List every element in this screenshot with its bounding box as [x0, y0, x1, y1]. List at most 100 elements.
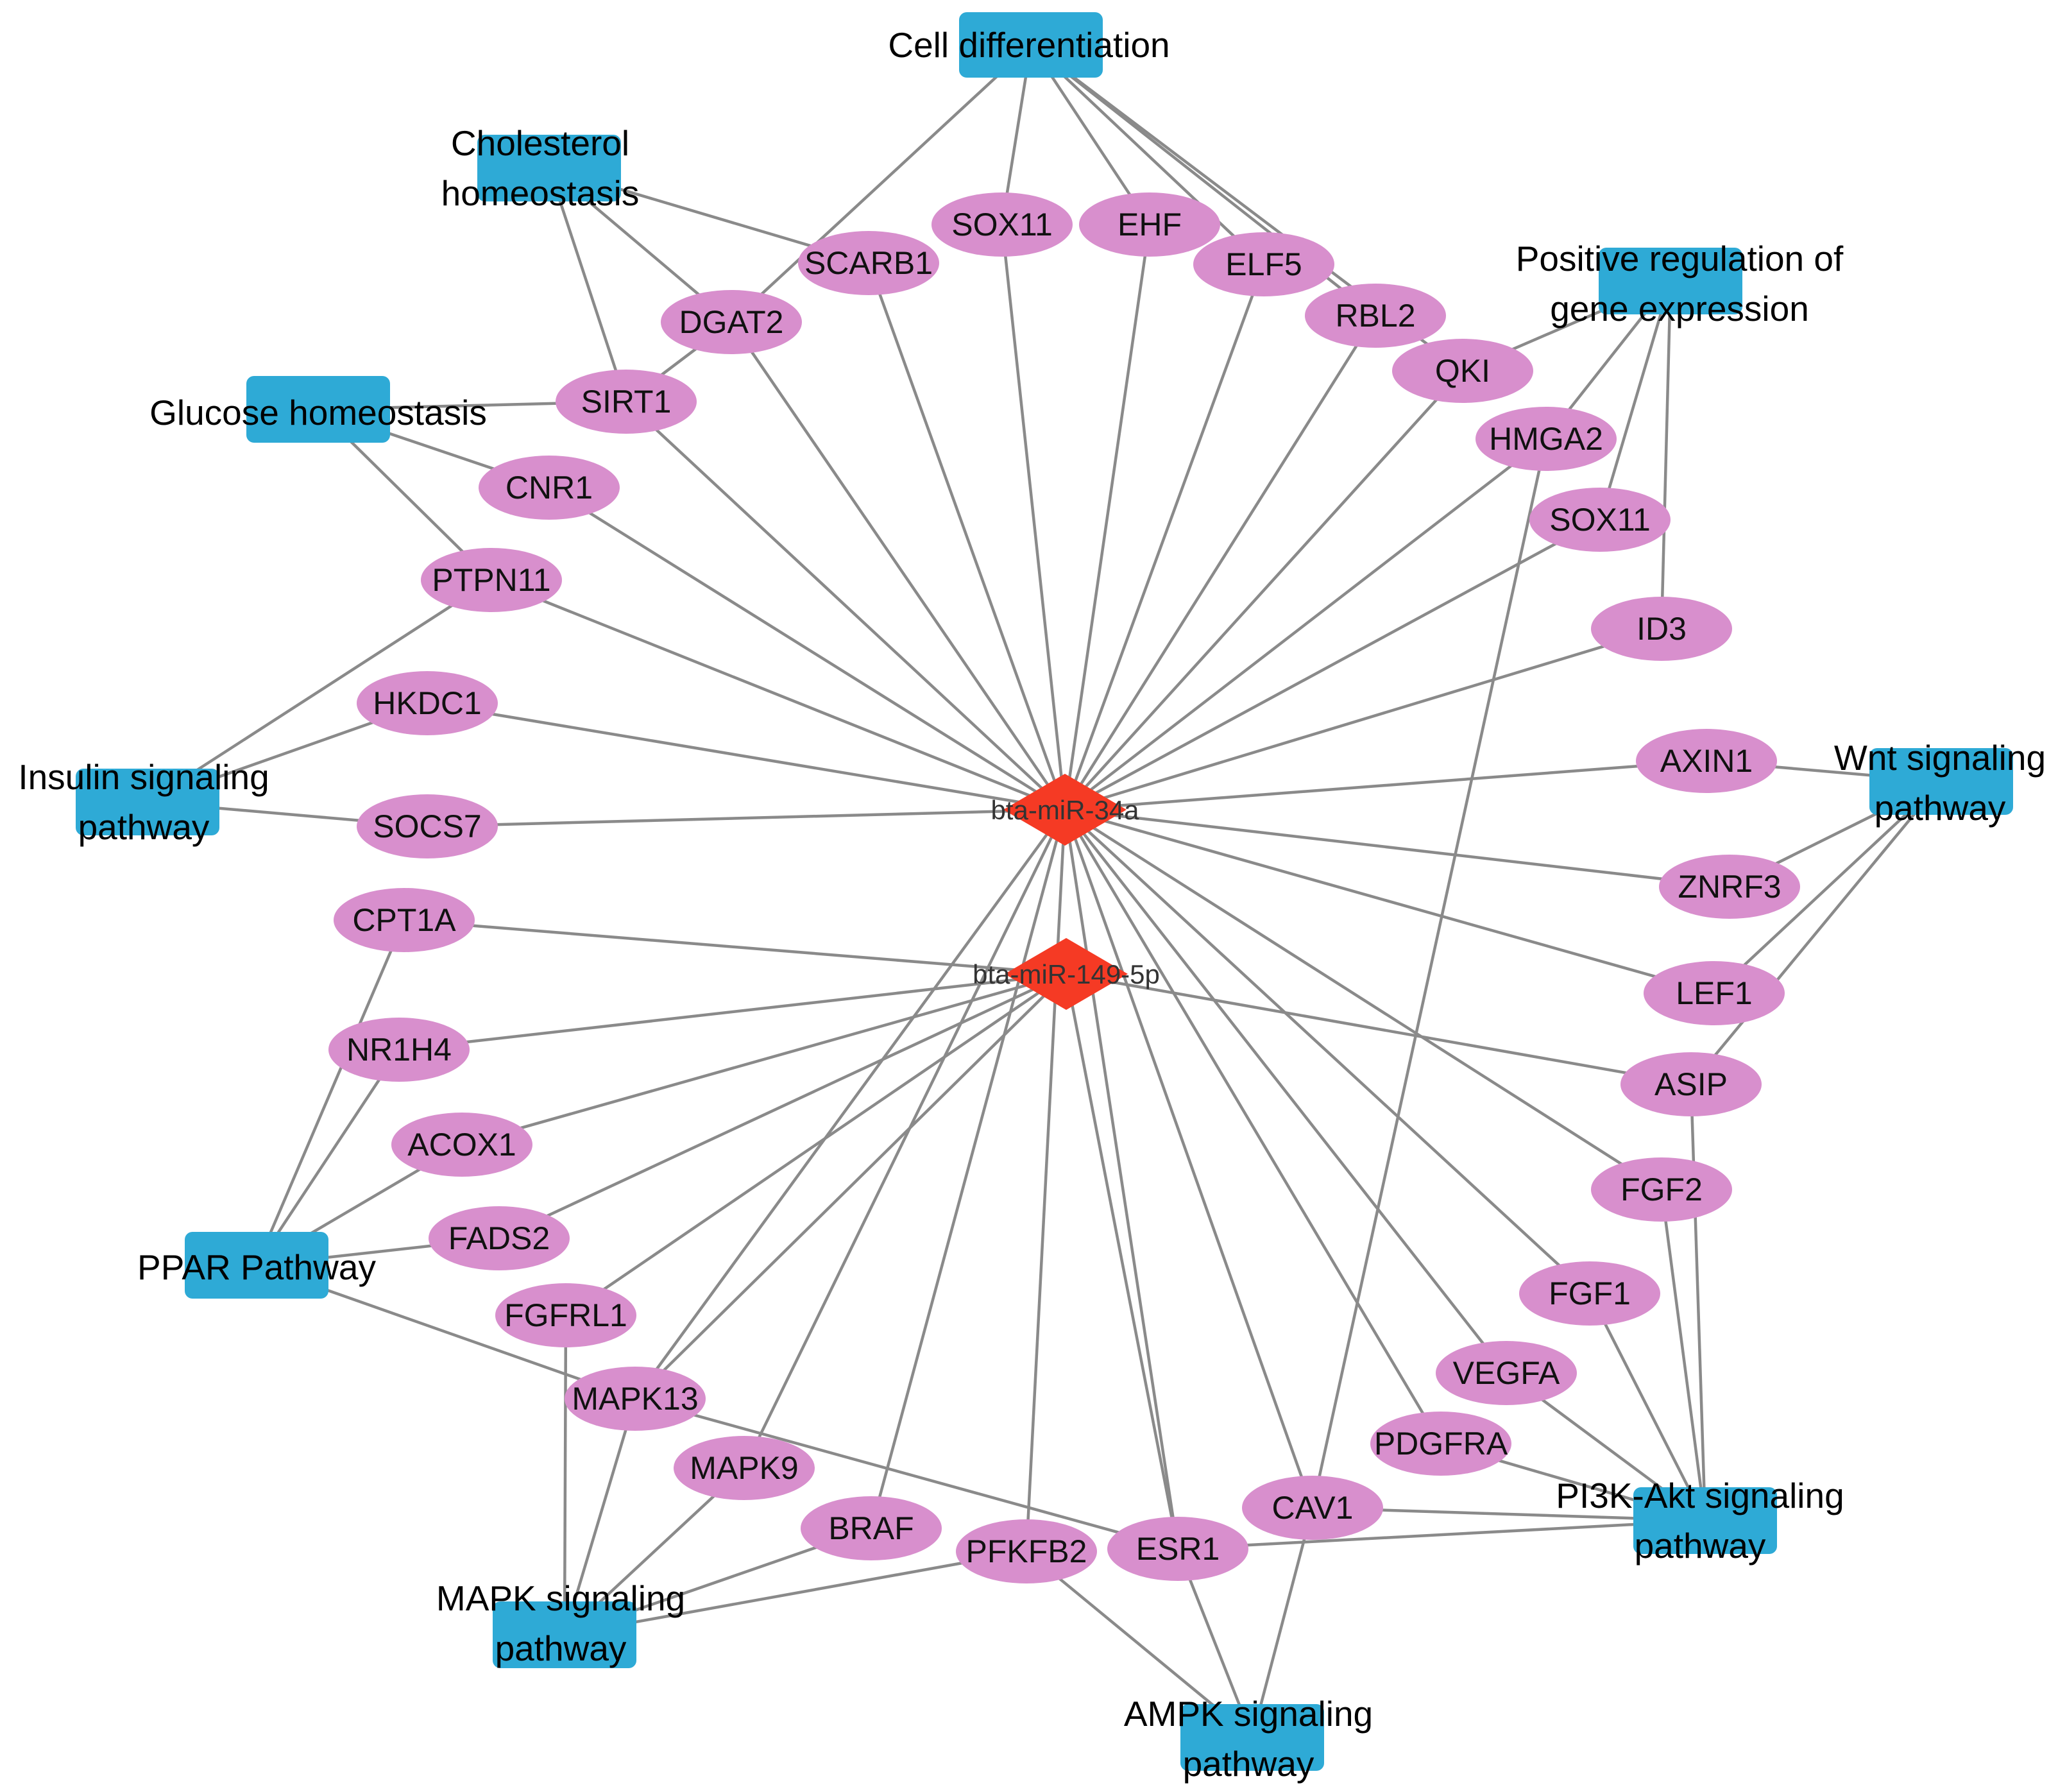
gene-label: CAV1: [1272, 1490, 1354, 1526]
gene-ellipse: [1529, 488, 1671, 552]
pathway-node-cholesterol: [477, 135, 621, 201]
gene-ellipse: [357, 671, 498, 735]
gene-label: QKI: [1435, 353, 1490, 389]
gene-node-hmga2: HMGA2: [1475, 407, 1617, 471]
gene-node-cav1: CAV1: [1242, 1476, 1383, 1540]
gene-node-cnr1: CNR1: [479, 456, 620, 520]
edge-pi3k-asip: [1689, 1084, 1707, 1521]
edge-ampk-cav1: [1250, 1507, 1314, 1738]
gene-label: SCARB1: [804, 245, 933, 281]
gene-label: BRAF: [828, 1510, 914, 1546]
edge-pi3k-fgf1: [1588, 1292, 1707, 1522]
pathway-node-insulin: [76, 769, 219, 835]
edge-mir149-fads2: [498, 972, 1067, 1240]
gene-label: CNR1: [506, 470, 593, 506]
mirna-label: bta-miR-149-5p: [973, 959, 1160, 989]
edge-mir34a-id3: [1064, 627, 1662, 812]
gene-label: AXIN1: [1660, 743, 1753, 779]
edge-cholesterol-sirt1: [547, 167, 628, 402]
pathway-label-line: Cholesterol: [451, 123, 629, 163]
gene-ellipse: [1107, 1517, 1248, 1581]
pathway-box: [1869, 748, 2013, 815]
gene-label: FGF2: [1620, 1172, 1703, 1207]
edge-mir149-nr1h4: [398, 972, 1067, 1052]
edge-mir34a-mapk13: [634, 808, 1066, 1400]
pathway-label-line: homeostasis: [441, 173, 640, 213]
gene-node-scarb1: SCARB1: [798, 231, 939, 295]
gene-label: ELF5: [1225, 246, 1302, 282]
gene-label: ID3: [1637, 611, 1687, 647]
gene-node-sox11_r: SOX11: [1529, 488, 1671, 552]
gene-label: MAPK13: [572, 1381, 698, 1417]
gene-label: MAPK9: [690, 1450, 799, 1486]
gene-ellipse: [1193, 232, 1334, 296]
gene-ellipse: [357, 794, 498, 858]
pathway-node-ppar: [185, 1232, 328, 1299]
pathway-node-ampk: [1180, 1704, 1324, 1771]
edge-mir34a-socs7: [427, 808, 1066, 828]
edge-wnt-lef1: [1713, 780, 1943, 994]
gene-node-pdgfra: PDGFRA: [1370, 1412, 1511, 1476]
edge-mir149-acox1: [461, 972, 1067, 1147]
pathway-label-line: PPAR Pathway: [137, 1247, 376, 1287]
edge-mir149-asip: [1066, 972, 1692, 1086]
pathway-node-wnt: [1869, 748, 2013, 815]
edge-mir34a-cav1: [1063, 809, 1314, 1508]
edge-mir34a-pdgfra: [1064, 808, 1442, 1445]
gene-node-axin1: AXIN1: [1636, 729, 1777, 793]
gene-node-fads2: FADS2: [429, 1206, 570, 1270]
gene-label: ASIP: [1654, 1066, 1728, 1102]
gene-ellipse: [661, 290, 802, 354]
edge-wnt-asip: [1690, 780, 1943, 1086]
pathway-box: [1599, 248, 1742, 314]
gene-ellipse: [1591, 597, 1732, 661]
gene-ellipse: [334, 888, 475, 952]
mirna-diamond: [1003, 774, 1127, 846]
pathway-label-line: PI3K-Akt signaling: [1556, 1476, 1844, 1515]
edge-mir34a-mapk9: [742, 809, 1067, 1469]
pathway-box: [477, 135, 621, 201]
gene-ellipse: [1370, 1412, 1511, 1476]
gene-ellipse: [1079, 192, 1220, 257]
edge-ppar-nr1h4: [255, 1048, 400, 1267]
pathway-label-line: pathway: [1183, 1744, 1314, 1784]
edge-mir34a-ehf: [1063, 224, 1152, 810]
gene-label: ESR1: [1136, 1531, 1220, 1567]
pathway-node-pi3k: [1633, 1487, 1777, 1554]
gene-node-socs7: SOCS7: [357, 794, 498, 858]
edge-cell_diff-elf5: [1030, 44, 1265, 266]
pathway-box: [959, 12, 1103, 78]
edge-mir34a-axin1: [1064, 759, 1707, 812]
edge-mir34a-fgf2: [1064, 808, 1663, 1191]
gene-ellipse: [1436, 1341, 1577, 1405]
gene-node-acox1: ACOX1: [391, 1113, 532, 1177]
edge-mir34a-ptpn11: [491, 578, 1066, 812]
edge-mir149-esr1: [1064, 973, 1180, 1549]
edge-insulin-ptpn11: [146, 579, 493, 803]
edge-ppar-cpt1a: [255, 919, 406, 1266]
edge-mir34a-sox11_r: [1064, 518, 1601, 811]
gene-node-hkdc1: HKDC1: [357, 671, 498, 735]
pathway-label-line: pathway: [1635, 1526, 1766, 1566]
pathway-label-line: pathway: [78, 807, 210, 847]
gene-node-fgf2: FGF2: [1591, 1157, 1732, 1222]
gene-node-vegfa: VEGFA: [1436, 1341, 1577, 1405]
gene-node-braf: BRAF: [801, 1496, 942, 1560]
gene-ellipse: [1392, 339, 1533, 403]
edge-mir34a-rbl2: [1064, 314, 1377, 811]
gene-node-elf5: ELF5: [1193, 232, 1334, 296]
gene-ellipse: [1636, 729, 1777, 793]
gene-ellipse: [556, 370, 697, 434]
edge-mir34a-pfkfb2: [1025, 809, 1067, 1552]
gene-node-id3: ID3: [1591, 597, 1732, 661]
gene-ellipse: [1305, 284, 1446, 348]
gene-label: HMGA2: [1489, 421, 1603, 457]
edge-mir34a-hkdc1: [427, 701, 1066, 812]
edge-mir34a-cnr1: [548, 486, 1066, 811]
gene-label: PFKFB2: [966, 1533, 1087, 1569]
pathway-label-line: Insulin signaling: [18, 757, 269, 797]
gene-ellipse: [798, 231, 939, 295]
gene-ellipse: [421, 548, 562, 612]
